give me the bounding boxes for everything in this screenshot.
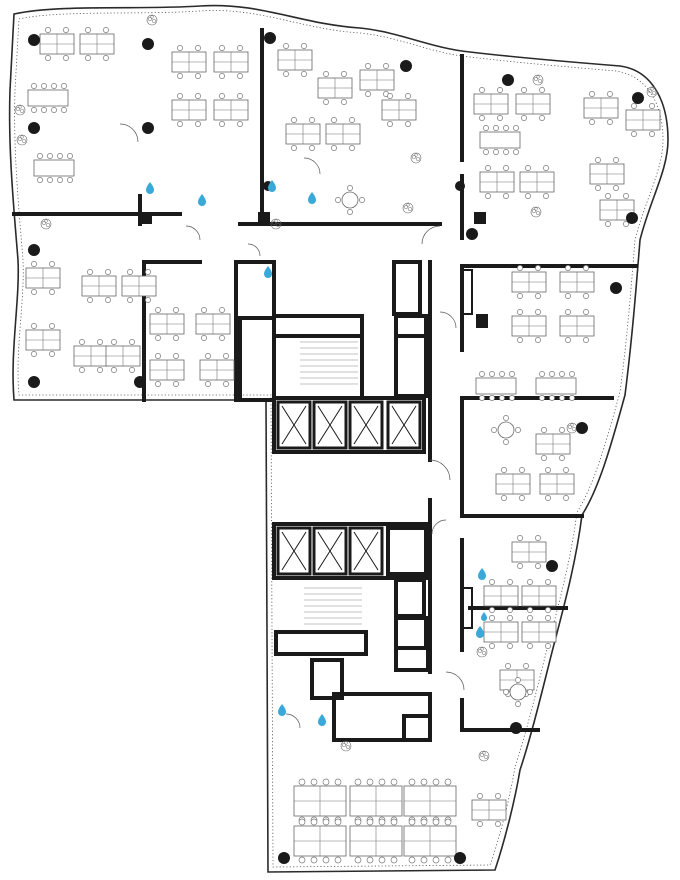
column-marker: [502, 74, 514, 86]
elevator-2: [312, 400, 348, 450]
column-marker: [546, 560, 558, 572]
column-marker: [400, 60, 412, 72]
column-marker: [632, 92, 644, 104]
utility-blocks: [140, 212, 488, 629]
water-drop-icon: [264, 266, 272, 278]
column-marker: [466, 228, 478, 240]
stair-north: [300, 341, 358, 385]
water-drop-icon: [278, 704, 286, 716]
column-marker: [28, 244, 40, 256]
column-marker: [142, 38, 154, 50]
column-marker: [278, 852, 290, 864]
elevator-3: [348, 400, 384, 450]
water-drop-icon: [268, 180, 276, 192]
column-marker: [134, 376, 146, 388]
elevator-1: [276, 400, 312, 450]
elevator-7: [348, 526, 384, 576]
elevator-4: [386, 400, 422, 450]
structural-columns: [28, 32, 644, 864]
water-drop-icon: [146, 182, 154, 194]
column-marker: [264, 32, 276, 44]
column-marker: [28, 34, 40, 46]
column-marker: [576, 422, 588, 434]
water-drop-icon: [318, 714, 326, 726]
building-core: [234, 260, 432, 742]
column-marker: [510, 722, 522, 734]
water-drop-icon: [476, 626, 484, 638]
water-drop-icon: [481, 612, 487, 621]
column-marker: [454, 852, 466, 864]
column-marker: [455, 181, 465, 191]
elevator-6: [312, 526, 348, 576]
column-marker: [610, 282, 622, 294]
elevator-5: [276, 526, 312, 576]
building-facade: [8, 4, 669, 873]
column-marker: [142, 122, 154, 134]
water-drop-icon: [308, 192, 316, 204]
stair-south: [304, 587, 362, 625]
column-marker: [28, 376, 40, 388]
column-marker: [28, 122, 40, 134]
water-drop-icon: [478, 568, 486, 580]
water-drop-icon: [198, 194, 206, 206]
water-points: [146, 180, 487, 726]
doors: [119, 123, 465, 729]
column-marker: [626, 212, 638, 224]
